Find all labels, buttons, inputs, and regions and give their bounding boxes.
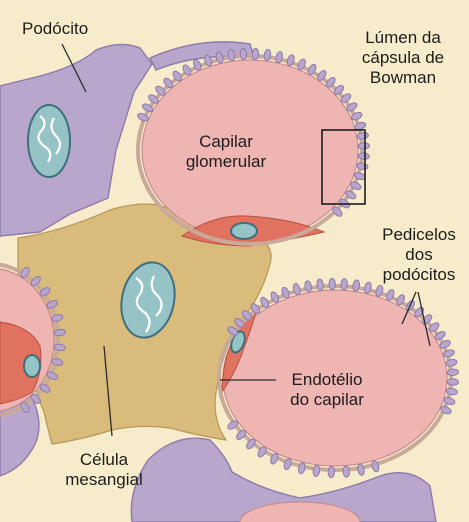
foot-processes-line-3: podócitos	[370, 265, 468, 285]
pedicel	[328, 466, 335, 477]
endothelial-nucleus-left	[24, 355, 40, 377]
glomerular-capillary-line-1: Capilar	[168, 132, 284, 152]
pedicel	[447, 379, 459, 386]
glomerular-capillary-line-2: glomerular	[168, 152, 284, 172]
foot-processes-label: Pedicelos dos podócitos	[370, 225, 468, 285]
capillary-endothelium-label: Endotélio do capilar	[272, 370, 382, 410]
pedicel	[343, 466, 350, 478]
mesangial-cell-line-2: mesangial	[52, 470, 156, 490]
pedicel	[358, 142, 370, 149]
capillary-endothelium-line-2: do capilar	[272, 390, 382, 410]
bowman-lumen-label: Lúmen da cápsula de Bowman	[345, 28, 461, 88]
bowman-lumen-line-1: Lúmen da	[345, 28, 461, 48]
podocyte-nucleus	[28, 105, 70, 177]
mesangial-cell-label: Célula mesangial	[52, 450, 156, 490]
pedicel	[341, 279, 348, 291]
glomerular-capillary-label: Capilar glomerular	[168, 132, 284, 172]
endothelial-nucleus-upper	[231, 223, 257, 239]
bowman-lumen-line-2: cápsula de	[345, 48, 461, 68]
foot-processes-line-2: dos	[370, 245, 468, 265]
capillary-endothelium-line-1: Endotélio	[272, 370, 382, 390]
pedicel	[252, 48, 259, 59]
pedicel	[240, 48, 247, 59]
pedicel	[358, 152, 370, 159]
foot-processes-line-1: Pedicelos	[370, 225, 468, 245]
bowman-lumen-line-3: Bowman	[345, 68, 461, 88]
pedicel	[447, 369, 459, 376]
pedicel	[329, 278, 336, 289]
mesangial-cell-line-1: Célula	[52, 450, 156, 470]
podocyte-label: Podócito	[22, 19, 88, 39]
